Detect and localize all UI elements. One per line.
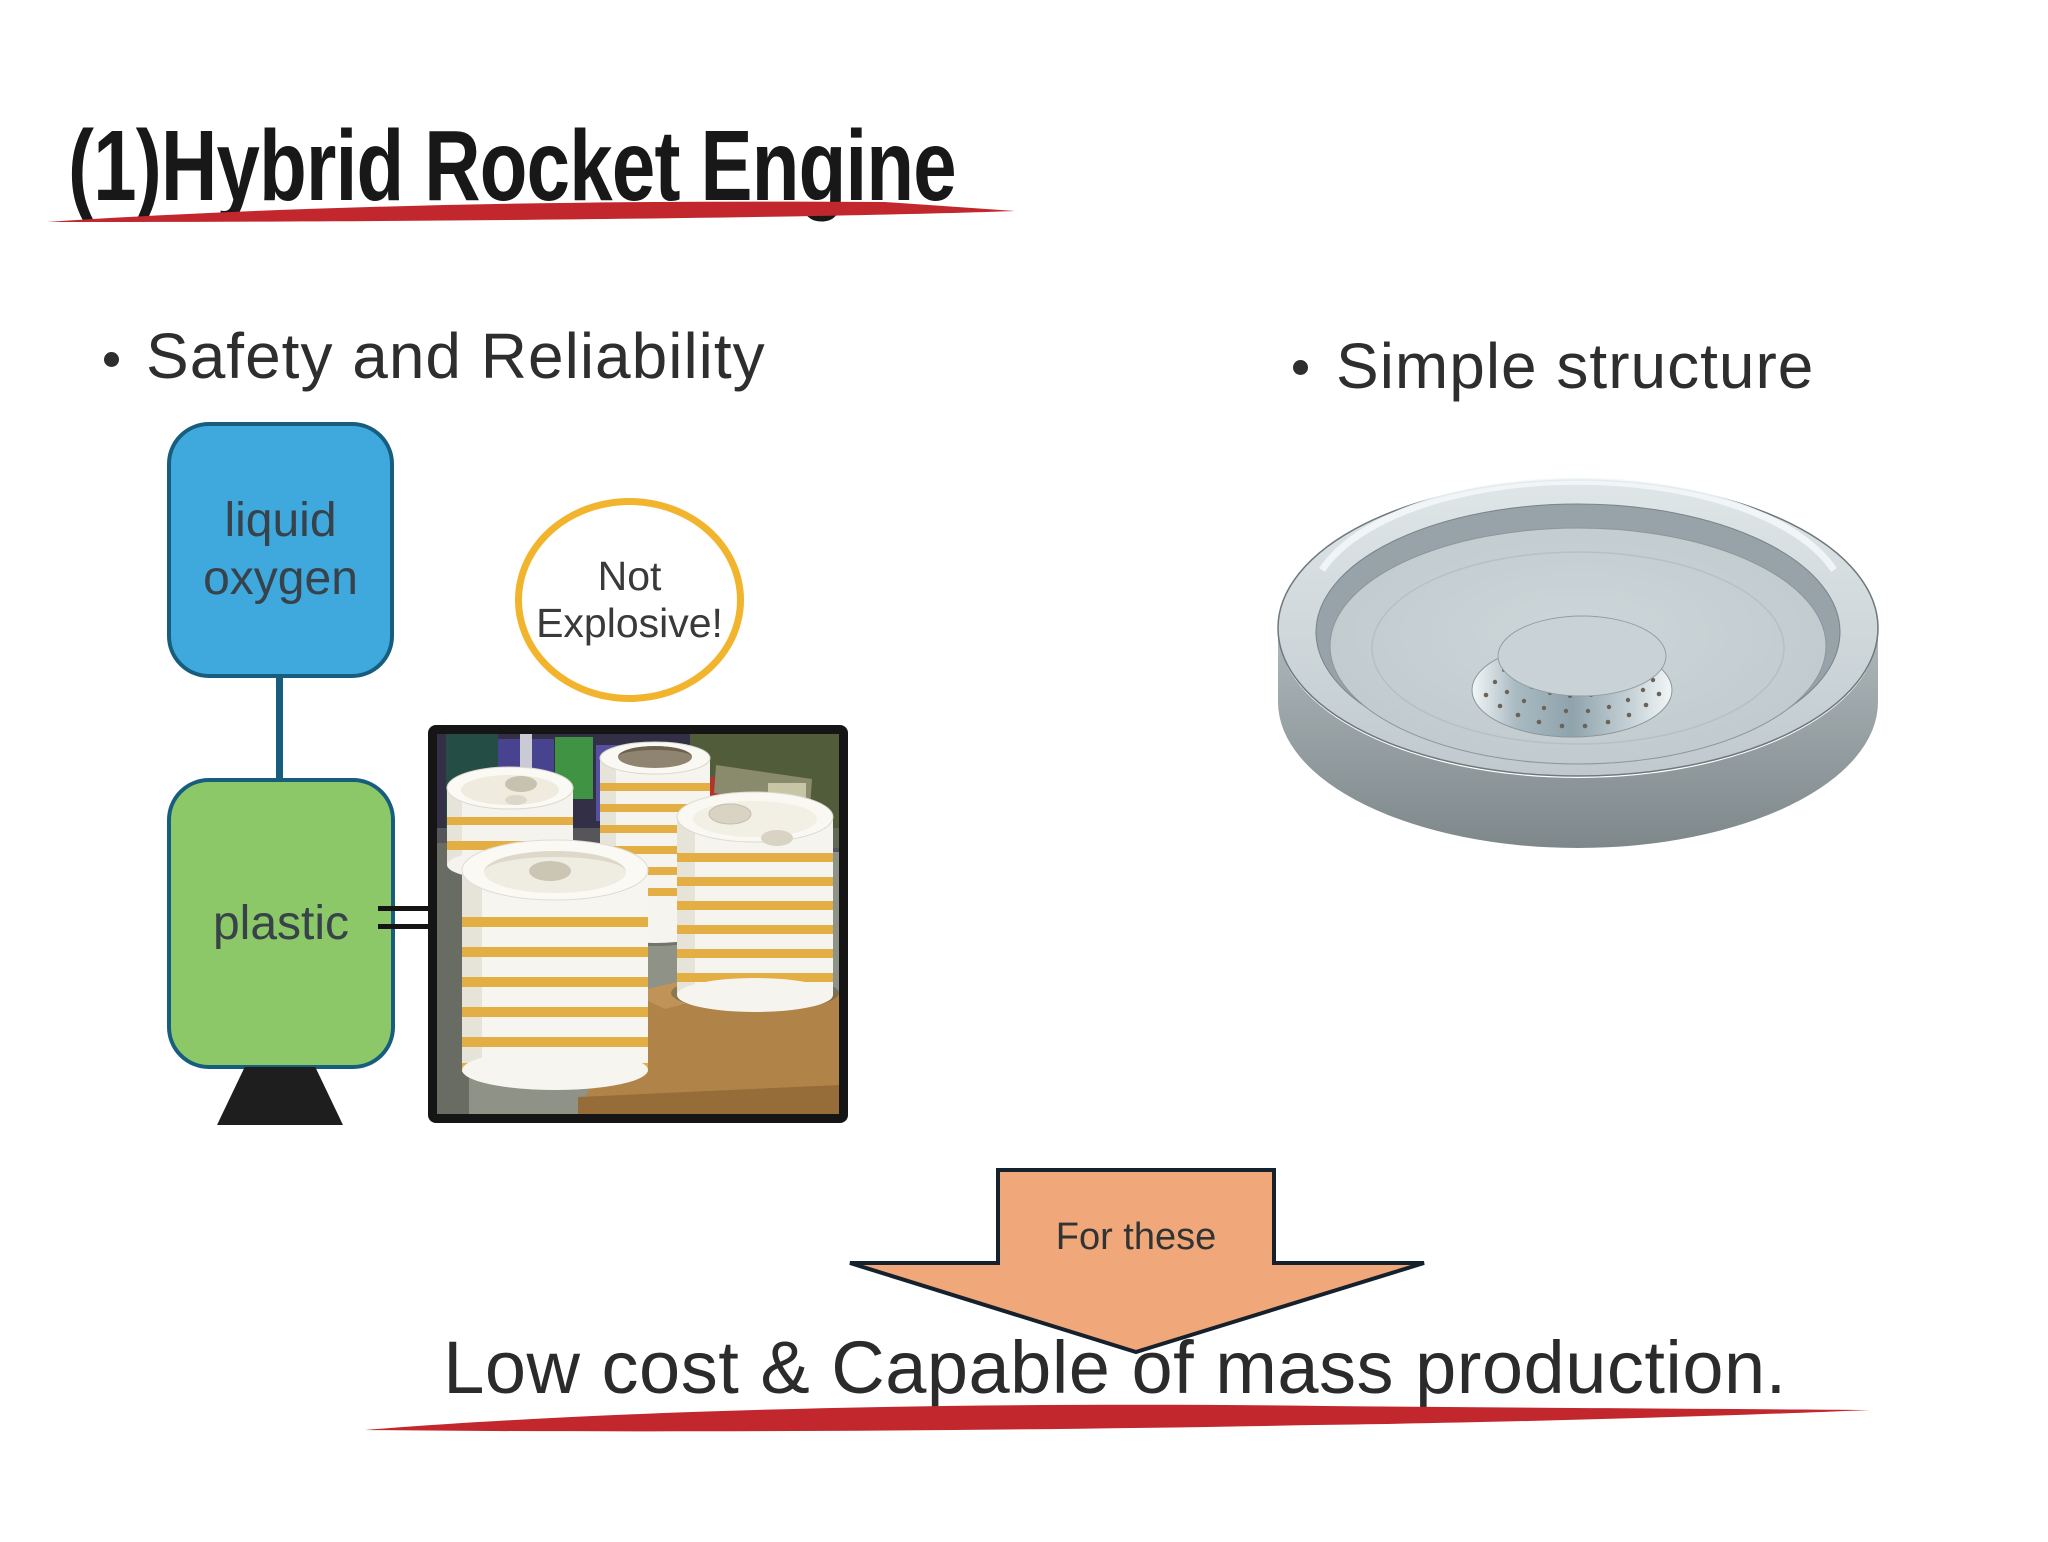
not-explosive-badge: Not Explosive! (515, 498, 744, 702)
bullet-dot-structure (1293, 360, 1308, 375)
oxidizer-box: liquid oxygen (167, 422, 394, 678)
oxidizer-label-line2: oxygen (203, 552, 358, 605)
title-underline-swoosh (47, 201, 1015, 222)
injector-plate-render (1277, 477, 1879, 848)
nozzle-shape (217, 1067, 343, 1125)
oxidizer-label-line1: liquid (224, 494, 337, 548)
badge-line1: Not (597, 552, 662, 599)
label-photo-connector-top (378, 906, 433, 911)
fuel-label: plastic (212, 896, 350, 950)
arrow-label: For these (1055, 1216, 1217, 1258)
conclusion-underline-swoosh (365, 1404, 1870, 1432)
heading-structure: Simple structure (1336, 330, 1815, 402)
bullet-dot-safety (104, 352, 119, 367)
heading-safety: Safety and Reliability (146, 320, 766, 392)
down-arrow (849, 1168, 1425, 1355)
badge-line2: Explosive! (536, 600, 723, 646)
fuel-grains-photo (428, 725, 848, 1123)
label-photo-connector-bottom (378, 924, 433, 929)
conclusion-text: Low cost & Capable of mass production. (443, 1326, 1787, 1409)
flow-connector-line (276, 676, 283, 780)
fuel-box: plastic (167, 778, 395, 1069)
page-title: (1)Hybrid Rocket Engine (68, 110, 957, 222)
